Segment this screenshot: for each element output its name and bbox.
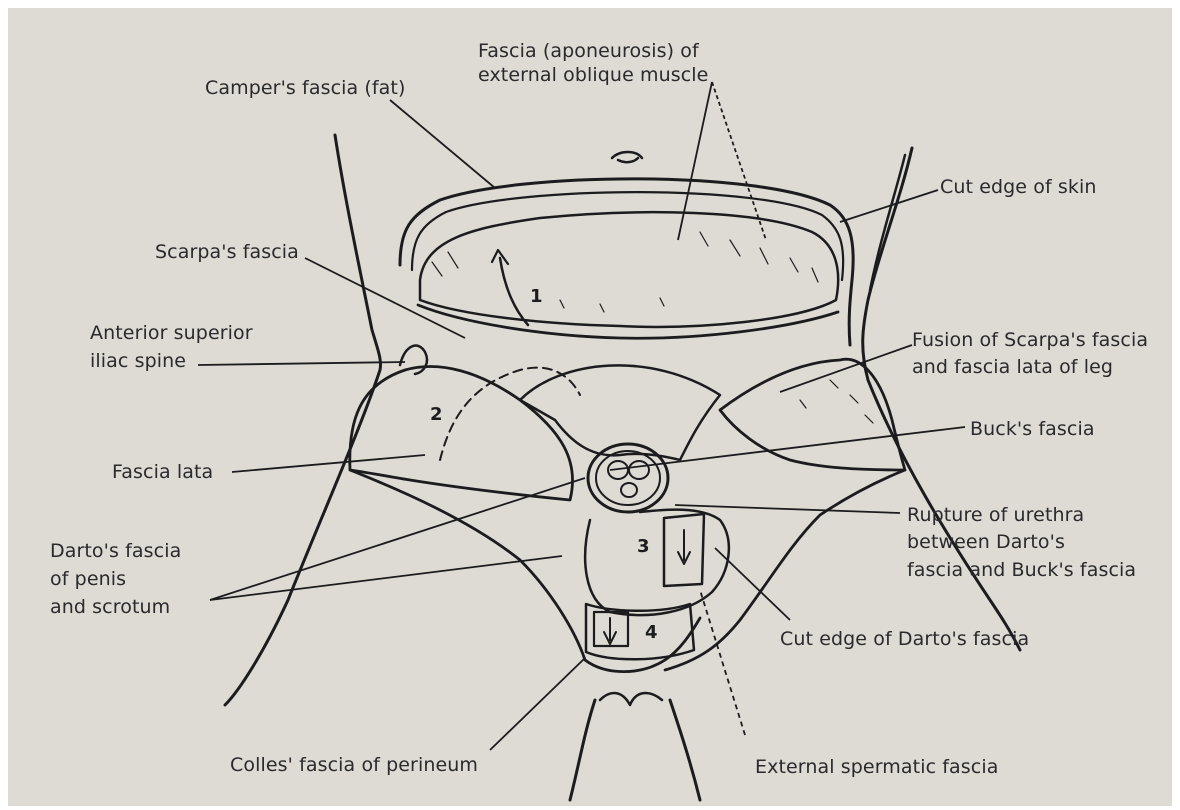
label-external-oblique-2: external oblique muscle <box>478 64 708 87</box>
label-asis-1: Anterior superior <box>90 322 253 345</box>
leg-left-bottom <box>570 700 595 800</box>
corpus-right <box>629 461 649 479</box>
label-rupture-3: fascia and Buck's fascia <box>907 559 1136 582</box>
skin-cut-edge-inner <box>412 192 843 280</box>
leader-colles <box>490 658 585 750</box>
region1-arrow <box>500 258 528 325</box>
label-rupture-2: between Darto's <box>907 531 1065 554</box>
leader-campers <box>390 100 495 188</box>
colles-window-arrow <box>604 618 616 644</box>
label-cut-edge-dartos: Cut edge of Darto's fascia <box>780 628 1029 651</box>
label-dartos-3: and scrotum <box>50 596 170 619</box>
label-external-spermatic: External spermatic fascia <box>755 756 998 779</box>
scrotum-region <box>585 510 729 615</box>
right-thigh-hatch <box>800 380 873 423</box>
crotch-detail <box>600 693 662 705</box>
label-cut-edge-skin: Cut edge of skin <box>940 176 1097 199</box>
leader-dartos-a <box>210 478 585 600</box>
fascia-lata-dashed <box>440 368 580 460</box>
label-fusion-1: Fusion of Scarpa's fascia <box>912 329 1148 352</box>
label-fusion-2: and fascia lata of leg <box>912 356 1113 379</box>
label-campers-fascia: Camper's fascia (fat) <box>205 77 406 100</box>
leader-external-spermatic <box>700 590 745 735</box>
leg-right-bottom <box>670 700 700 800</box>
body-outline-left <box>225 135 381 705</box>
leader-fascia-lata <box>232 455 425 472</box>
label-rupture-1: Rupture of urethra <box>907 504 1084 527</box>
label-asis-2: iliac spine <box>90 350 186 373</box>
label-colles-fascia: Colles' fascia of perineum <box>230 754 478 777</box>
dartos-window-arrow <box>678 530 690 564</box>
leader-scarpa <box>305 258 465 338</box>
label-fascia-lata: Fascia lata <box>112 461 213 484</box>
scarpa-curve <box>418 305 838 338</box>
region-number-1: 1 <box>530 286 543 307</box>
region-number-2: 2 <box>430 404 443 425</box>
navel <box>612 152 642 162</box>
leader-bucks <box>610 427 965 470</box>
leader-cut-edge-dartos <box>715 548 790 620</box>
leader-asis <box>198 362 405 365</box>
aponeurosis-panel <box>420 212 838 327</box>
label-external-oblique-1: Fascia (aponeurosis) of <box>478 40 699 63</box>
body-outline-right-inner <box>870 155 905 290</box>
urethra-spongiosum <box>621 483 637 497</box>
region-number-4: 4 <box>645 622 658 643</box>
label-scarpas-fascia: Scarpa's fascia <box>155 241 299 264</box>
leader-aponeurosis-a <box>678 82 712 240</box>
aponeurosis-hatching <box>432 232 818 312</box>
region-number-3: 3 <box>637 536 650 557</box>
label-bucks-fascia: Buck's fascia <box>970 418 1095 441</box>
leader-rupture <box>675 505 900 513</box>
leader-dartos-b <box>210 556 562 600</box>
label-dartos-1: Darto's fascia <box>50 540 181 563</box>
label-dartos-2: of penis <box>50 568 126 591</box>
